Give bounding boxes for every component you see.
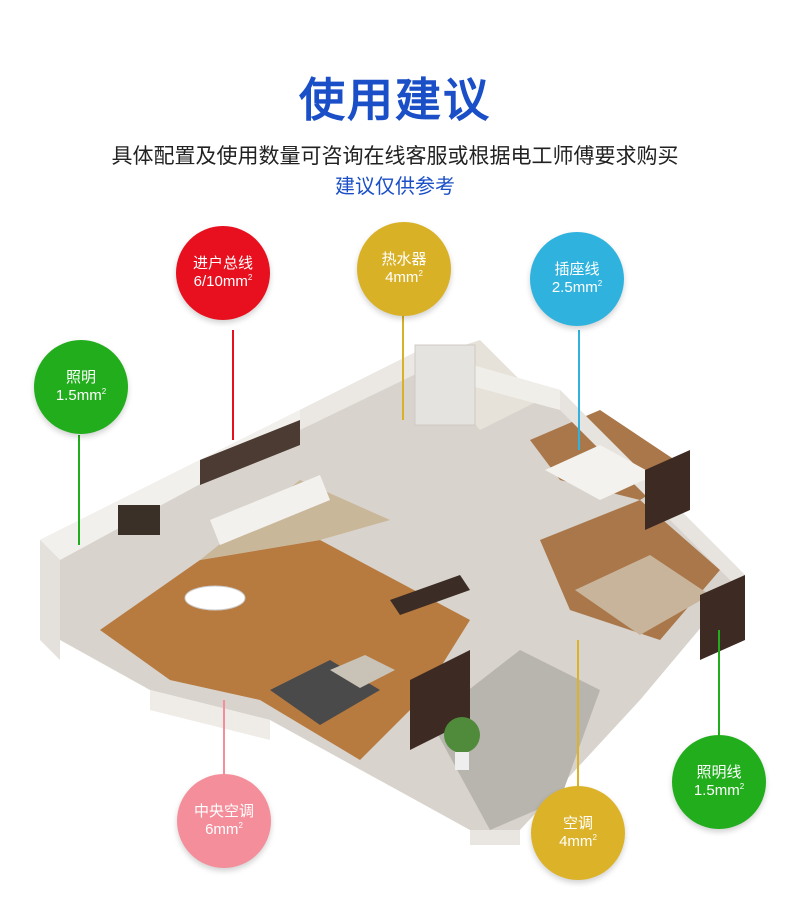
upper-bed bbox=[545, 445, 655, 500]
connector-line bbox=[402, 310, 404, 420]
badge-label: 进户总线 bbox=[192, 254, 253, 273]
wall-painting bbox=[118, 505, 160, 535]
lattice-screen-bedroom bbox=[645, 450, 690, 530]
bathroom-tile-wall bbox=[414, 344, 476, 426]
page-title: 使用建议 bbox=[299, 73, 491, 127]
badge-lighting-line: 照明线 1.5mm2 bbox=[672, 735, 766, 829]
badge-lighting: 照明 1.5mm2 bbox=[34, 340, 128, 434]
badge-label: 中央空调 bbox=[193, 802, 254, 821]
balcony-floor bbox=[430, 650, 600, 830]
badge-spec: 4mm2 bbox=[559, 833, 597, 850]
connector-line bbox=[223, 700, 225, 780]
badge-spec: 2.5mm2 bbox=[551, 279, 603, 296]
left-wall bbox=[40, 540, 60, 660]
badge-spec: 4mm2 bbox=[385, 269, 423, 286]
lattice-screen-bedroom2 bbox=[700, 575, 745, 660]
front-wall-right bbox=[470, 830, 520, 845]
front-wall-left bbox=[150, 690, 270, 740]
badge-label: 插座线 bbox=[554, 260, 600, 279]
connector-line bbox=[578, 330, 580, 450]
badge-central-ac: 中央空调 6mm2 bbox=[177, 774, 271, 868]
disclaimer-note: 建议仅供参考 bbox=[335, 174, 455, 198]
badge-label: 空调 bbox=[562, 814, 593, 833]
badge-label: 照明 bbox=[65, 368, 96, 387]
kitchen-upper-cabinets bbox=[200, 420, 300, 485]
badge-main-line: 进户总线 6/10mm2 bbox=[176, 226, 270, 320]
badge-water-heater: 热水器 4mm2 bbox=[357, 222, 451, 316]
badge-spec: 1.5mm2 bbox=[693, 782, 745, 799]
page-subtitle: 具体配置及使用数量可咨询在线客服或根据电工师傅要求购买 bbox=[111, 144, 679, 168]
connector-line bbox=[78, 435, 80, 545]
back-wall-mid bbox=[300, 350, 420, 430]
connector-line bbox=[718, 630, 720, 740]
tv-console bbox=[390, 575, 470, 615]
dining-table bbox=[184, 585, 246, 611]
kitchen-counter bbox=[210, 475, 330, 545]
plant-pot bbox=[455, 752, 469, 770]
badge-label: 照明线 bbox=[696, 763, 742, 782]
coffee-table bbox=[330, 655, 395, 688]
badge-spec: 6/10mm2 bbox=[193, 273, 253, 290]
lower-bed bbox=[575, 555, 710, 635]
connector-line bbox=[577, 640, 579, 790]
kitchen-floor bbox=[200, 480, 390, 560]
connector-line bbox=[232, 330, 234, 440]
badge-spec: 1.5mm2 bbox=[55, 387, 107, 404]
badge-socket-line: 插座线 2.5mm2 bbox=[530, 232, 624, 326]
badge-label: 热水器 bbox=[381, 250, 427, 269]
potted-plant bbox=[444, 717, 480, 753]
badge-spec: 6mm2 bbox=[205, 821, 243, 838]
badge-ac: 空调 4mm2 bbox=[531, 786, 625, 880]
